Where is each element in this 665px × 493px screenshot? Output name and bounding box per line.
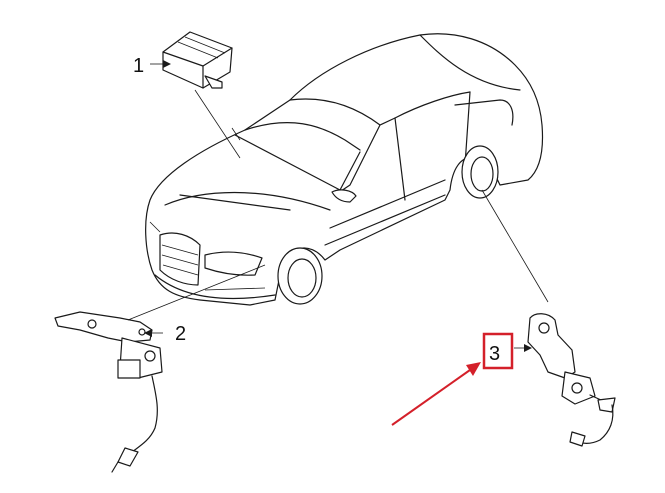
part-1-control-module bbox=[162, 31, 233, 89]
callout-arrows bbox=[144, 60, 532, 352]
part-2-level-sensor-front bbox=[54, 311, 163, 473]
highlight-arrow bbox=[391, 362, 481, 426]
leader-lines bbox=[127, 89, 549, 321]
part-label-1: 1 bbox=[133, 55, 144, 77]
highlight-box bbox=[482, 332, 514, 370]
part-label-2: 2 bbox=[175, 323, 186, 345]
car-illustration bbox=[145, 33, 544, 306]
part-3-level-sensor-rear bbox=[527, 313, 616, 447]
part-label-3: 3 bbox=[489, 343, 500, 365]
